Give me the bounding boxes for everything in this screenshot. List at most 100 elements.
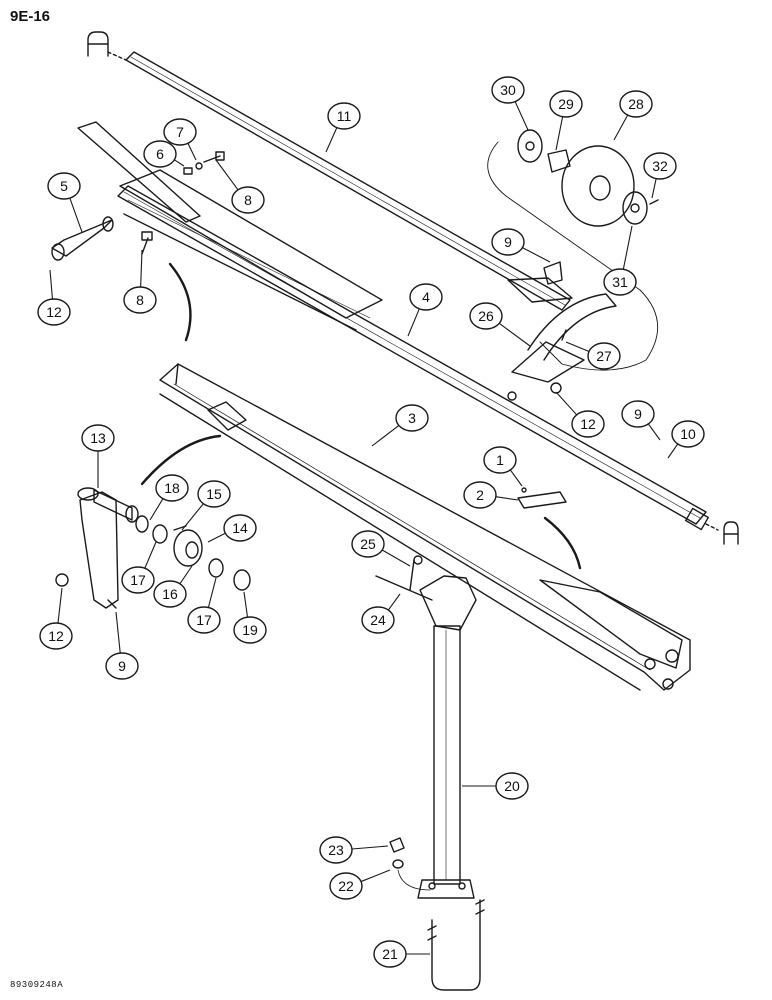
drawing-code: 89309248A [10,980,64,990]
callout-balloon [329,872,363,900]
callout-leader [207,532,226,543]
callout-number: 12 [46,304,62,320]
callout-leader [387,593,401,611]
callout-c10: 10 [667,420,705,459]
ref-mark-top: A [87,31,127,61]
curved-bracket-26 [507,261,617,401]
callout-c23: 23 [319,836,389,864]
callout-leader [174,159,185,167]
callout-leader [179,565,193,585]
callout-balloon [37,298,71,326]
callout-c13: 13 [81,424,115,488]
callout-leader [622,225,633,270]
callout-c8b: 8 [123,249,157,314]
callout-c30: 30 [491,76,529,131]
callout-leader [181,503,204,531]
frame-tube-4 [77,121,709,531]
callout-number: 20 [504,778,520,794]
pivot-pin-5 [51,216,114,261]
callout-c4: 4 [407,283,443,337]
callout-c8a: 8 [215,159,265,214]
callout-c11: 11 [325,102,361,153]
callout-leader [144,541,157,569]
callout-number: 9 [634,406,642,422]
callout-c21: 21 [373,940,430,968]
callout-balloon [671,420,705,448]
callout-number: 17 [196,612,212,628]
callout-number: 12 [48,628,64,644]
callout-c27: 27 [565,341,621,370]
callout-number: 8 [136,292,144,308]
callout-leader [565,341,590,353]
tube-11 [125,51,573,311]
callout-layer: 1234567889991011121212131415161717181920… [37,76,705,968]
plate-1-2 [517,487,567,509]
callout-number: 2 [476,487,484,503]
callout-c12a: 12 [37,269,71,326]
callout-c12c: 12 [39,587,73,650]
callout-balloon [643,152,677,180]
callout-c15: 15 [181,480,231,531]
callout-balloon [233,616,267,644]
callout-balloon [463,481,497,509]
callout-number: 18 [164,480,180,496]
callout-leader [115,611,121,654]
callout-balloon [571,410,605,438]
callout-number: 24 [370,612,386,628]
callout-leader [407,308,420,337]
callout-number: 29 [558,96,574,112]
callout-number: 15 [206,486,222,502]
callout-leader [69,197,83,233]
callout-number: 10 [680,426,696,442]
frame-channel-3 [159,363,691,691]
bolts-6-7-8 [141,151,225,255]
callout-leader [351,845,389,850]
callout-number: 17 [130,572,146,588]
callout-number: 7 [176,124,184,140]
callout-number: 27 [596,348,612,364]
callout-c28: 28 [613,90,653,141]
callout-c24: 24 [361,593,401,634]
callout-c14: 14 [207,514,257,543]
callout-leader [149,498,164,521]
callout-c12b: 12 [555,391,605,438]
callout-number: 11 [337,108,352,124]
callout-leader [613,114,629,141]
callout-leader [522,247,551,263]
callout-leader [140,249,143,288]
callout-number: 4 [422,289,430,305]
callout-leader [187,143,197,161]
callout-number: 13 [90,430,106,446]
callout-balloon [155,474,189,502]
callout-balloon [409,283,443,311]
callout-leader [651,178,657,199]
callout-balloon [121,566,155,594]
callout-balloon [327,102,361,130]
callout-leader [555,116,564,151]
callout-number: 6 [156,146,164,162]
u-bolt-21 [427,899,485,991]
callout-balloon [491,228,525,256]
callout-c29: 29 [549,90,583,151]
callout-balloon [587,342,621,370]
callout-balloon [483,446,517,474]
callout-balloon [351,530,385,558]
callout-c17a: 17 [121,541,157,594]
callout-leader [498,322,531,347]
callout-c20: 20 [462,772,529,800]
ref-mark-right [705,521,739,545]
callout-number: 32 [652,158,668,174]
callout-number: 19 [242,622,258,638]
callout-number: 23 [328,842,344,858]
callout-number: 3 [408,410,416,426]
callout-number: 30 [500,82,516,98]
callout-balloon [549,90,583,118]
callout-balloon [153,580,187,608]
callout-balloon [81,424,115,452]
callout-leader [57,587,63,624]
callout-balloon [621,400,655,428]
callout-balloon [373,940,407,968]
callout-balloon [47,172,81,200]
callout-balloon [361,606,395,634]
